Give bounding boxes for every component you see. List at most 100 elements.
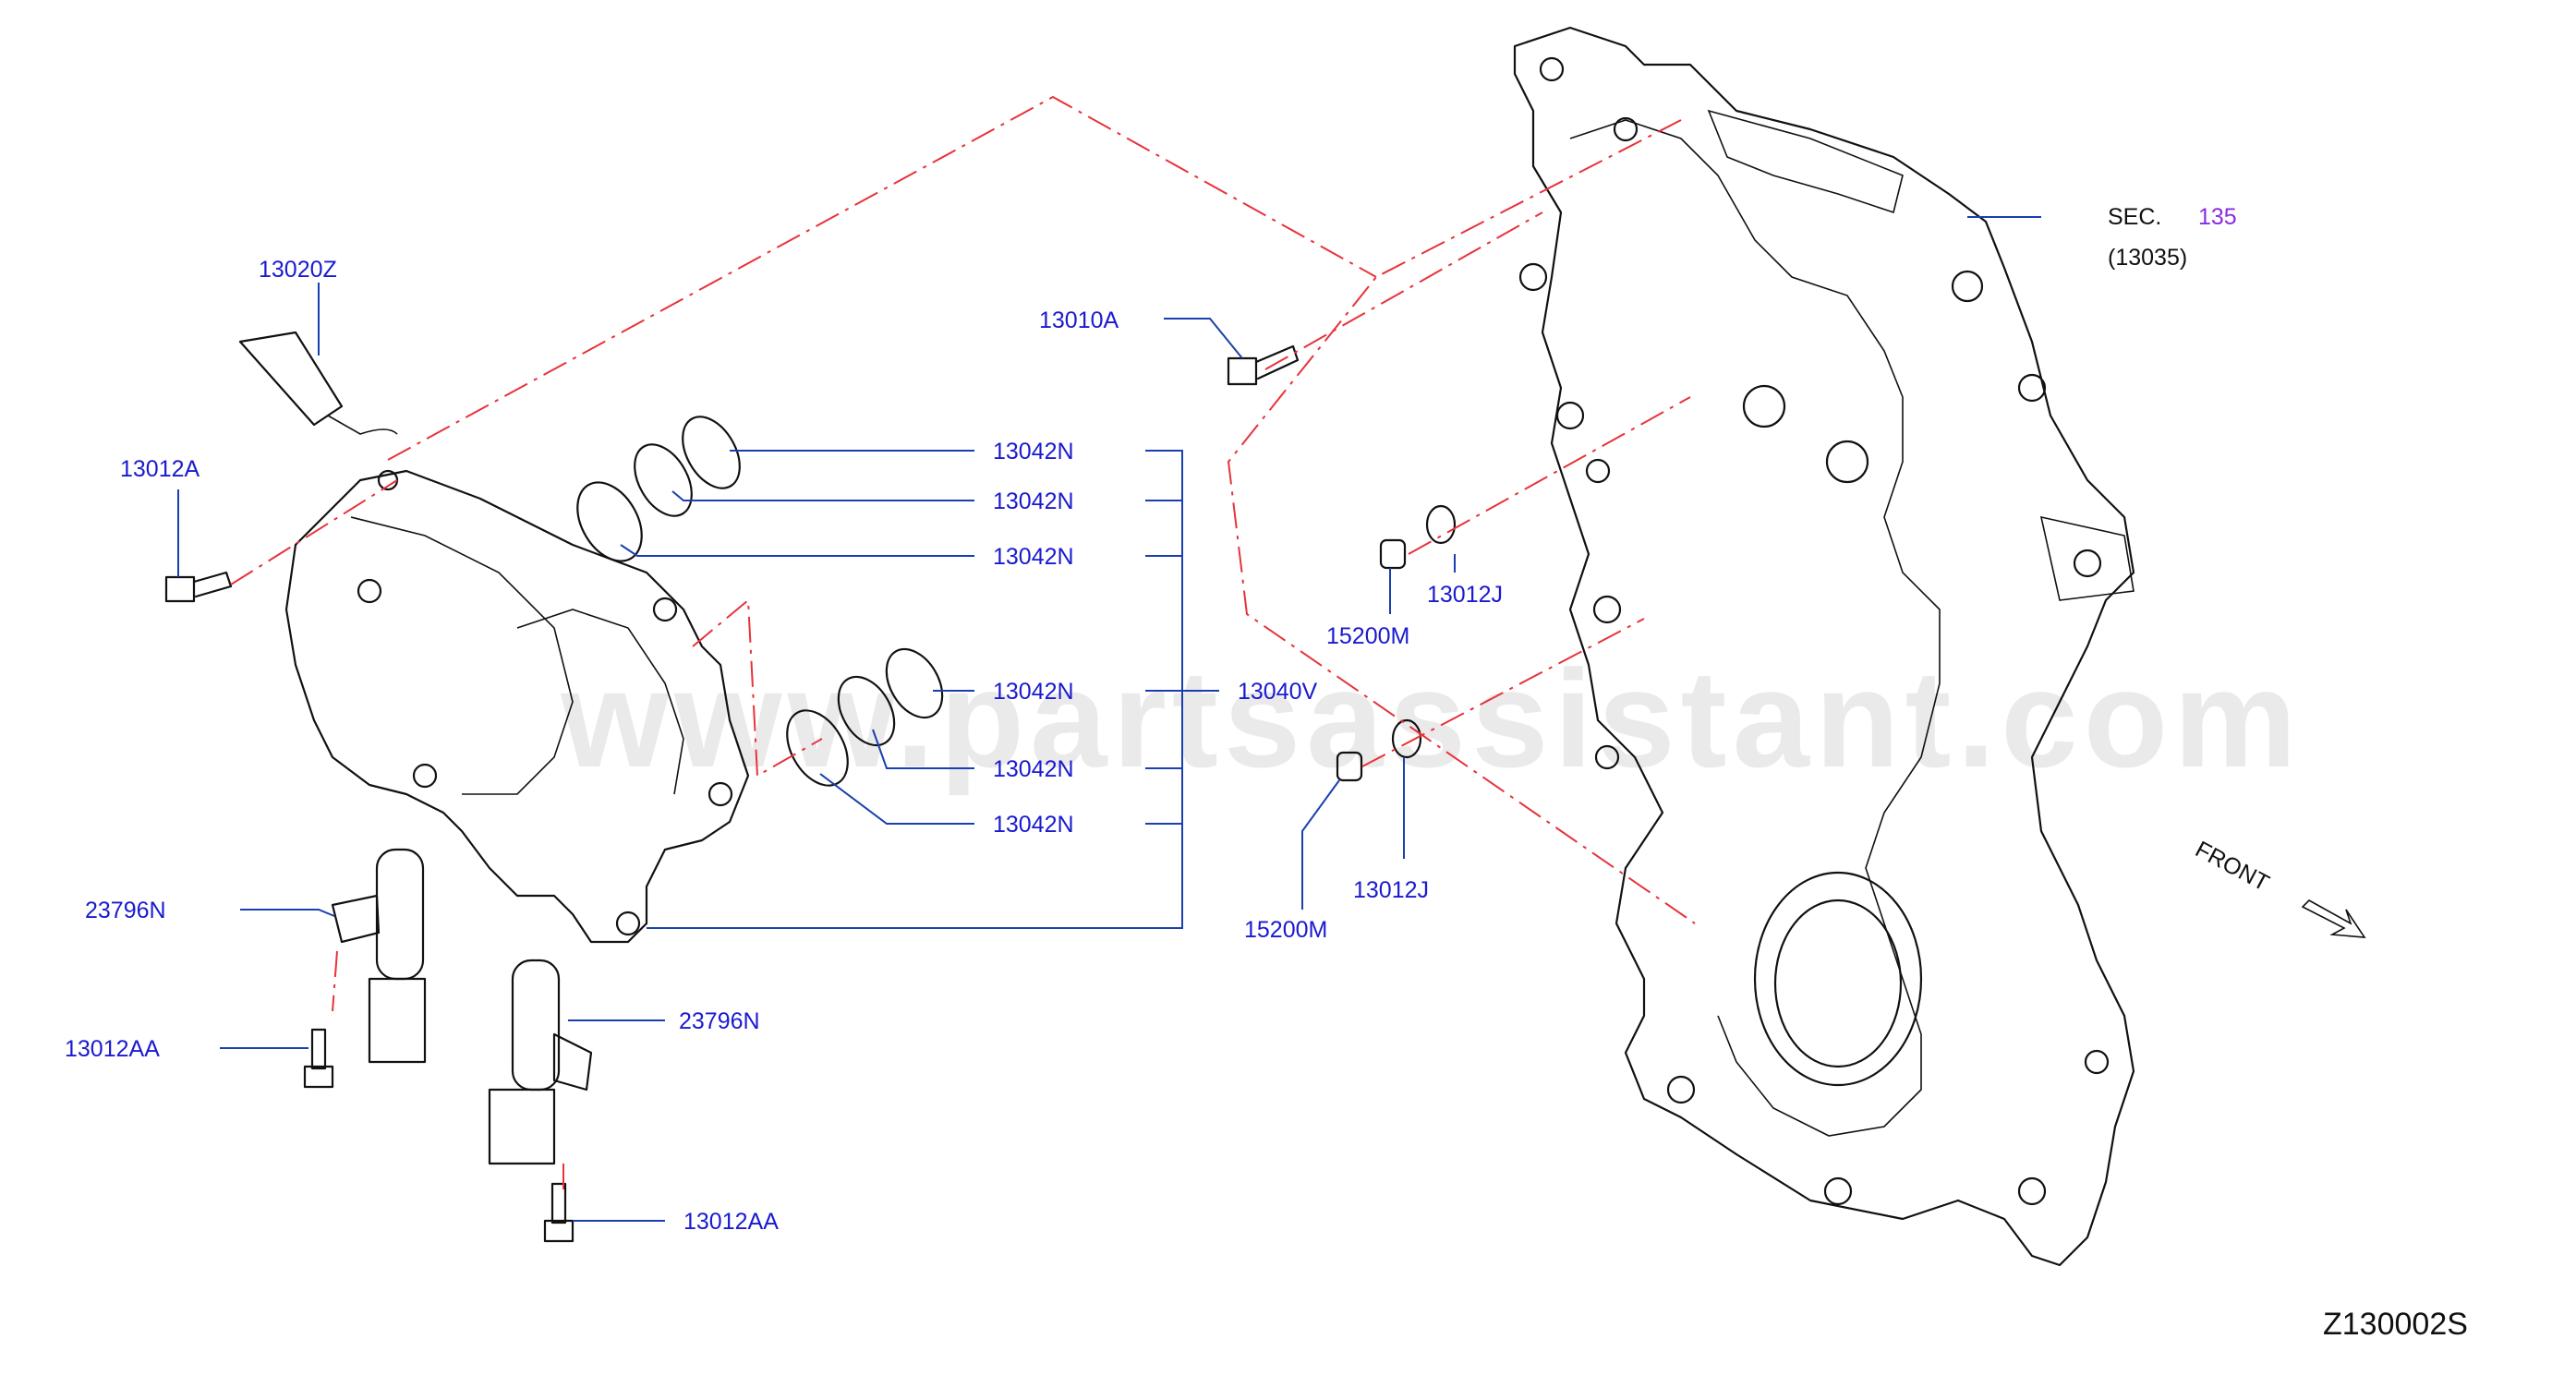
- label-13042N-5[interactable]: 13042N: [993, 756, 1074, 782]
- leader-13042N-5: [872, 729, 974, 769]
- liquid-gasket-tube: [238, 331, 398, 435]
- seal-ring-group-lower: [786, 647, 944, 787]
- label-13042N-4[interactable]: 13042N: [993, 679, 1074, 705]
- label-23796N-1[interactable]: 23796N: [85, 898, 166, 923]
- vtc-solenoid-left: [331, 848, 427, 1064]
- leader-13042N-6: [819, 773, 974, 825]
- label-13012A[interactable]: 13012A: [120, 456, 200, 482]
- bolt-13012AA-right: [543, 1182, 574, 1243]
- reference-line: [387, 95, 1377, 461]
- seal-ring: [634, 443, 693, 517]
- part-labels: 13020Z 13012A 13010A 13042N 13042N 13042…: [65, 257, 1503, 1235]
- liquid-gasket-tube-nozzle: [327, 415, 398, 435]
- solenoid-bracket: [331, 894, 381, 944]
- washer-13012J-upper: [1425, 504, 1457, 545]
- bolt-head: [303, 1065, 334, 1089]
- bolt-shank: [550, 1182, 567, 1224]
- reference-line: [332, 950, 338, 1012]
- front-direction-indicator: FRONT: [2191, 837, 2366, 938]
- valve-timing-cover-rib: [516, 609, 684, 795]
- timing-chain-case-outline: [1513, 26, 2135, 1267]
- reference-line: [1361, 618, 1645, 767]
- reference-lines: [230, 95, 1696, 1191]
- cover-bolt-hole: [412, 763, 438, 789]
- case-bolt-hole: [1592, 595, 1622, 624]
- label-13012AA-2[interactable]: 13012AA: [683, 1209, 779, 1235]
- bolt-13010A: [1227, 344, 1300, 386]
- label-15200M-1[interactable]: 15200M: [1326, 623, 1409, 649]
- crankshaft-seal-bore-inner: [1773, 899, 1903, 1068]
- label-13012J-1[interactable]: 13012J: [1427, 582, 1503, 608]
- oil-strainer-body: [1336, 751, 1363, 782]
- valve-timing-cover-rib: [350, 516, 574, 795]
- case-bolt-hole: [1666, 1075, 1696, 1104]
- leader-13010A: [1164, 318, 1243, 359]
- crankshaft-seal-bore-outer: [1753, 871, 1923, 1087]
- leader-15200M-2: [1301, 779, 1340, 910]
- case-bolt-boss: [1742, 384, 1786, 428]
- bolt-13012A: [164, 571, 233, 603]
- label-13042N-2[interactable]: 13042N: [993, 488, 1074, 514]
- case-bolt-hole: [2017, 373, 2047, 403]
- bolt-shank: [310, 1028, 327, 1070]
- seal-ring: [786, 709, 849, 787]
- bracket-13040V: [647, 450, 1183, 929]
- case-bolt-boss: [1825, 440, 1869, 484]
- seal-ring: [682, 416, 741, 489]
- oil-strainer-lower: [1336, 718, 1422, 782]
- watermark-text: www.partsassistant.com: [560, 641, 2302, 796]
- cover-bolt-hole: [615, 911, 641, 936]
- timing-case-mount-boss: [2039, 515, 2135, 601]
- solenoid-connector: [488, 1088, 556, 1165]
- reference-line: [1408, 396, 1691, 555]
- section-reference: SEC. 135 (13035): [2108, 204, 2237, 271]
- label-13012J-2[interactable]: 13012J: [1353, 877, 1429, 903]
- cover-bolt-hole: [652, 597, 678, 622]
- label-13020Z[interactable]: 13020Z: [259, 257, 337, 283]
- leader-13042N-3: [620, 544, 974, 557]
- reference-line: [692, 597, 823, 778]
- label-13040V[interactable]: 13040V: [1238, 679, 1318, 705]
- solenoid-bracket: [552, 1032, 593, 1092]
- label-13042N-6[interactable]: 13042N: [993, 812, 1074, 838]
- case-bolt-hole: [1951, 270, 1984, 303]
- bracket-13040V-ticks: [1145, 500, 1182, 825]
- solenoid-body: [375, 848, 425, 981]
- cover-bolt-hole: [707, 781, 733, 807]
- section-number-link[interactable]: 135: [2198, 204, 2237, 230]
- label-13042N-1[interactable]: 13042N: [993, 439, 1074, 464]
- label-15200M-2[interactable]: 15200M: [1244, 917, 1327, 943]
- leader-13042N-2: [671, 490, 974, 501]
- case-bolt-hole: [1594, 744, 1620, 770]
- reference-line: [230, 479, 398, 585]
- oil-strainer-body: [1379, 538, 1407, 570]
- case-bolt-hole: [1613, 116, 1639, 142]
- label-13042N-3[interactable]: 13042N: [993, 544, 1074, 570]
- valve-timing-control-cover: [284, 469, 750, 944]
- section-sub-number: (13035): [2108, 245, 2187, 271]
- diagram-code: Z130002S: [2323, 1307, 2468, 1342]
- leader-lines: [177, 216, 2041, 1222]
- case-bolt-hole: [2017, 1176, 2047, 1206]
- bolt-shank: [192, 571, 233, 598]
- case-bolt-hole: [2084, 1049, 2110, 1075]
- case-bolt-hole: [1555, 401, 1585, 430]
- bolt-13012AA-left: [303, 1028, 334, 1089]
- section-prefix: SEC.: [2108, 204, 2161, 230]
- solenoid-connector: [368, 977, 427, 1064]
- timing-case-inner-rib: [1569, 119, 1941, 1137]
- bolt-head: [164, 575, 196, 603]
- vtc-solenoid-right: [488, 959, 593, 1165]
- case-bolt-hole: [2073, 549, 2102, 578]
- reference-line: [1264, 211, 1543, 370]
- label-13010A[interactable]: 13010A: [1039, 308, 1119, 333]
- label-13012AA-1[interactable]: 13012AA: [65, 1036, 160, 1062]
- front-label: FRONT: [2191, 837, 2273, 897]
- liquid-gasket-tube-body: [238, 331, 344, 427]
- seal-ring: [885, 647, 944, 719]
- label-23796N-2[interactable]: 23796N: [679, 1008, 760, 1034]
- reference-line: [1227, 119, 1696, 924]
- oil-strainer-upper: [1379, 504, 1457, 570]
